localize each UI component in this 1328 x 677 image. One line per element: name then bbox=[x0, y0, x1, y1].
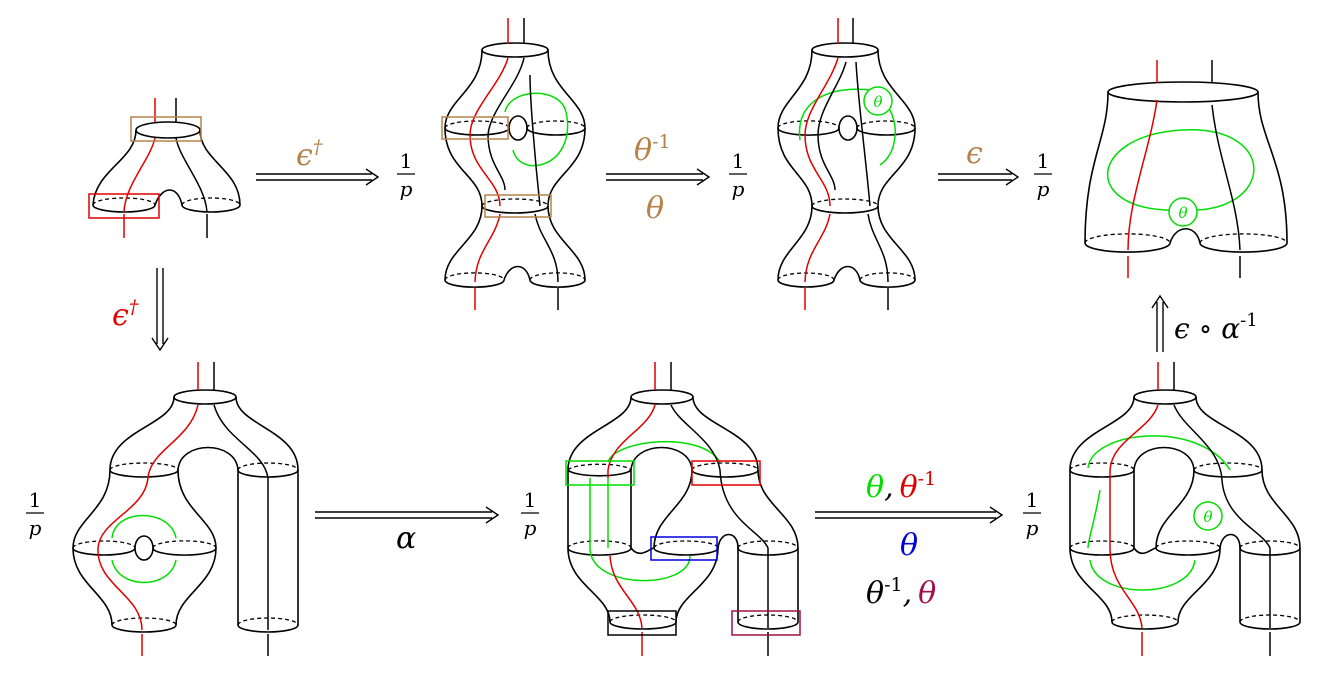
theta-node bbox=[863, 86, 893, 116]
svg-text:1: 1 bbox=[524, 488, 537, 512]
arrow-up-epsilon-alpha bbox=[1151, 294, 1169, 352]
svg-text:1: 1 bbox=[29, 488, 42, 512]
surface-wide: θ bbox=[1084, 60, 1288, 278]
theta-node-label: θ bbox=[873, 93, 882, 111]
fraction-1-over-p-e: 1 p bbox=[521, 488, 539, 540]
fraction-1-over-p-a: 1 p bbox=[397, 149, 415, 201]
svg-text:p: p bbox=[400, 177, 413, 201]
arrow-theta-multi bbox=[815, 506, 1004, 524]
label-theta-inverse: θ-1 bbox=[634, 131, 671, 168]
surface-bottom-middle bbox=[565, 362, 801, 656]
fraction-1-over-p-d: 1 p bbox=[26, 488, 44, 540]
label-epsilon: ϵ bbox=[966, 136, 983, 171]
arrow-epsilon bbox=[938, 168, 1020, 186]
surface-pants bbox=[88, 98, 241, 238]
label-theta-multi-line1: θ,θ-1 bbox=[866, 468, 936, 505]
fraction-1-over-p-b: 1 p bbox=[729, 149, 747, 201]
svg-text:p: p bbox=[524, 516, 537, 540]
fraction-1-over-p-c: 1 p bbox=[1034, 149, 1052, 201]
arrow-theta-pair bbox=[606, 168, 711, 186]
surface-double-pants-theta: θ bbox=[777, 18, 916, 310]
arrow-alpha bbox=[315, 506, 500, 524]
label-theta-multi-line2: θ bbox=[900, 528, 918, 563]
svg-text:p: p bbox=[732, 177, 745, 201]
arrow-down-epsilon-dagger bbox=[151, 268, 169, 352]
svg-text:1: 1 bbox=[732, 149, 745, 173]
theta-node bbox=[1193, 501, 1223, 531]
label-epsilon-alpha-inverse: ϵ ∘ α-1 bbox=[1174, 310, 1258, 345]
theta-node bbox=[1168, 197, 1198, 227]
label-alpha: α bbox=[396, 521, 416, 556]
surface-double-pants bbox=[441, 18, 586, 310]
svg-text:1: 1 bbox=[1026, 488, 1039, 512]
label-epsilon-dagger-top: ϵ† bbox=[296, 136, 323, 173]
svg-text:p: p bbox=[29, 516, 42, 540]
svg-text:1: 1 bbox=[1037, 149, 1050, 173]
svg-text:1: 1 bbox=[400, 149, 413, 173]
theta-node-label: θ bbox=[1178, 204, 1187, 222]
label-theta-multi-line3: θ-1,θ bbox=[866, 574, 936, 611]
label-epsilon-dagger-down: ϵ† bbox=[112, 296, 139, 333]
theta-node-label: θ bbox=[1203, 508, 1212, 526]
label-theta: θ bbox=[646, 191, 664, 226]
surface-bottom-right: θ bbox=[1069, 362, 1301, 656]
surface-bottom-left bbox=[72, 362, 299, 656]
svg-text:p: p bbox=[1026, 516, 1039, 540]
fraction-1-over-p-f: 1 p bbox=[1023, 488, 1041, 540]
svg-text:p: p bbox=[1037, 177, 1050, 201]
arrow-epsilon-dagger bbox=[256, 168, 380, 186]
